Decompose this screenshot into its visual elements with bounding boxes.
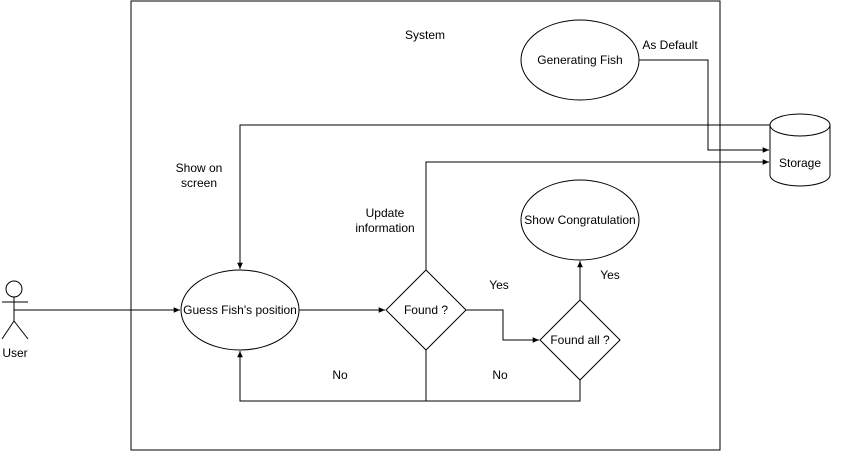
edge-found-to-storage: [425, 159, 769, 270]
edge-found-no-loop: [237, 350, 427, 402]
edge-generating-to-storage: [639, 59, 769, 153]
no-found-all-label: No: [492, 368, 508, 382]
generating-fish-label: Generating Fish: [537, 53, 622, 67]
no-found-label: No: [332, 368, 348, 382]
yes-found-label: Yes: [489, 278, 509, 292]
edge-found-all-no-loop: [426, 380, 581, 402]
edge-storage-to-guess: [237, 124, 770, 269]
yes-found-all-label: Yes: [600, 268, 620, 282]
show-on-screen-label-1: Show on: [176, 161, 223, 175]
update-info-label-1: Update: [366, 206, 405, 220]
found-label: Found ?: [404, 303, 448, 317]
show-on-screen-label-2: screen: [181, 176, 217, 190]
user-label: User: [2, 346, 27, 360]
system-label: System: [405, 28, 445, 42]
update-info-label-2: information: [355, 221, 414, 235]
congratulation-node: [520, 179, 640, 261]
storage-node: [769, 113, 831, 187]
as-default-label: As Default: [642, 38, 698, 52]
guess-position-label: Guess Fish's position: [183, 303, 297, 317]
user-actor-icon: [1, 280, 29, 340]
storage-label: Storage: [779, 156, 821, 170]
congratulation-label: Show Congratulation: [524, 213, 635, 227]
edge-found-to-found-all: [466, 309, 539, 343]
found-all-label: Found all ?: [550, 333, 610, 347]
system-boundary: [130, 0, 721, 451]
